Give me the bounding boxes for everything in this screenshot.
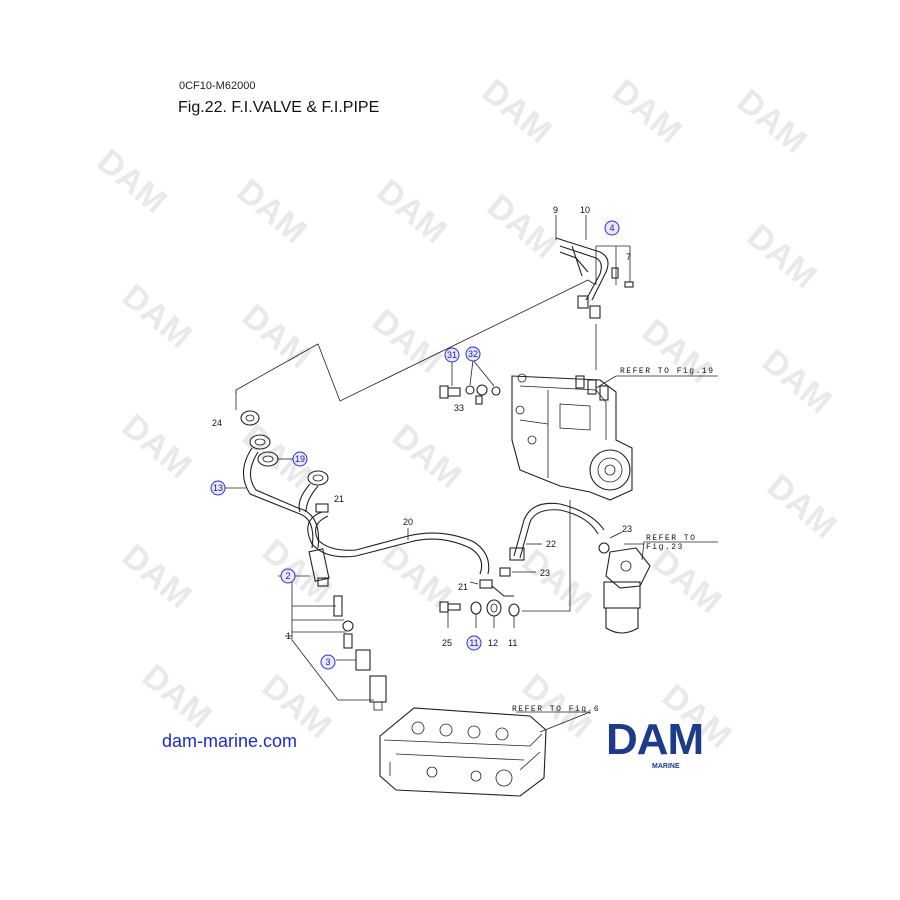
ref-fig23-line1: REFER TO	[646, 534, 696, 543]
banjo-bolt-group	[439, 359, 501, 405]
label-part-9: 9	[553, 205, 558, 215]
watermark: DAM	[230, 172, 314, 251]
fuel-hose-22	[509, 502, 605, 561]
watermark: DAM	[645, 542, 729, 621]
label-part-20: 20	[403, 517, 413, 527]
label-part-7: 7	[626, 252, 631, 262]
callout-19: 19	[278, 451, 308, 467]
watermark: DAM	[370, 172, 454, 251]
label-part-23a: 23	[540, 568, 550, 578]
callout-11: 11	[466, 635, 482, 651]
injection-pump	[511, 373, 633, 501]
leader-lines	[235, 215, 631, 612]
label-part-11b: 11	[508, 638, 517, 648]
reference-leaders	[516, 375, 718, 733]
label-part-23b: 23	[622, 524, 632, 534]
ref-fig6: REFER TO Fig.6	[512, 705, 600, 714]
watermark: DAM	[385, 417, 469, 496]
ref-fig23-line2: Fig.23	[646, 543, 684, 552]
fi-pipe-upper	[555, 237, 634, 319]
svg-text:13: 13	[213, 483, 223, 493]
watermark: DAM	[605, 72, 689, 151]
watermark: DAM	[365, 302, 449, 381]
watermark: DAM	[475, 72, 559, 151]
svg-text:3: 3	[325, 657, 330, 667]
watermark: DAM	[235, 297, 319, 376]
brand-subtitle: MARINE	[652, 763, 680, 770]
label-part-22: 22	[546, 539, 556, 549]
return-fittings	[439, 567, 536, 628]
label-part-21b: 21	[458, 582, 468, 592]
figure-title: Fig.22. F.I.VALVE & F.I.PIPE	[178, 99, 380, 116]
watermark: DAM	[375, 537, 459, 616]
callout-13: 13	[210, 480, 246, 496]
fuel-filter	[598, 531, 651, 634]
watermark: DAM	[730, 82, 814, 161]
svg-text:32: 32	[468, 349, 478, 359]
label-part-21a: 21	[334, 494, 344, 504]
label-part-10: 10	[580, 205, 590, 215]
watermark: DAM	[740, 217, 824, 296]
watermark: DAM	[115, 407, 199, 486]
watermark: DAM	[480, 187, 564, 266]
watermark: DAM	[755, 342, 839, 421]
watermark: DAM	[90, 142, 174, 221]
watermark: DAM	[515, 542, 599, 621]
callout-2: 2	[280, 568, 296, 584]
brand-logo: DAM MARINE	[606, 715, 738, 771]
watermark: DAM	[115, 277, 199, 356]
header-code: 0CF10-M62000	[179, 80, 256, 92]
fi-pipe-lower	[240, 410, 329, 549]
injector-assembly	[278, 548, 387, 711]
cylinder-head	[379, 707, 547, 797]
label-part-1: 1	[286, 631, 291, 641]
svg-text:31: 31	[447, 350, 457, 360]
svg-text:11: 11	[469, 638, 478, 648]
return-hose	[307, 511, 490, 575]
site-url[interactable]: dam-marine.com	[162, 731, 298, 751]
svg-text:19: 19	[295, 454, 305, 464]
callout-31: 31	[444, 347, 460, 363]
label-part-25: 25	[442, 638, 452, 648]
watermark: DAM	[115, 537, 199, 616]
watermark: DAM	[135, 657, 219, 736]
watermark: DAM	[760, 467, 844, 546]
ref-fig19: REFER TO Fig.19	[620, 367, 715, 376]
svg-text:2: 2	[285, 571, 290, 581]
label-part-24: 24	[212, 418, 222, 428]
label-part-12: 12	[488, 638, 498, 648]
watermark-layer: DAM DAM DAM DAM DAM DAM DAM DAM DAM DAM …	[90, 72, 844, 756]
callout-32: 32	[465, 346, 481, 362]
watermark: DAM	[635, 312, 719, 391]
watermark: DAM	[255, 532, 339, 611]
label-part-33: 33	[454, 403, 464, 413]
callout-3: 3	[320, 654, 336, 670]
brand-word: DAM	[606, 715, 704, 764]
svg-text:4: 4	[609, 223, 614, 233]
callout-4: 4	[604, 220, 620, 236]
